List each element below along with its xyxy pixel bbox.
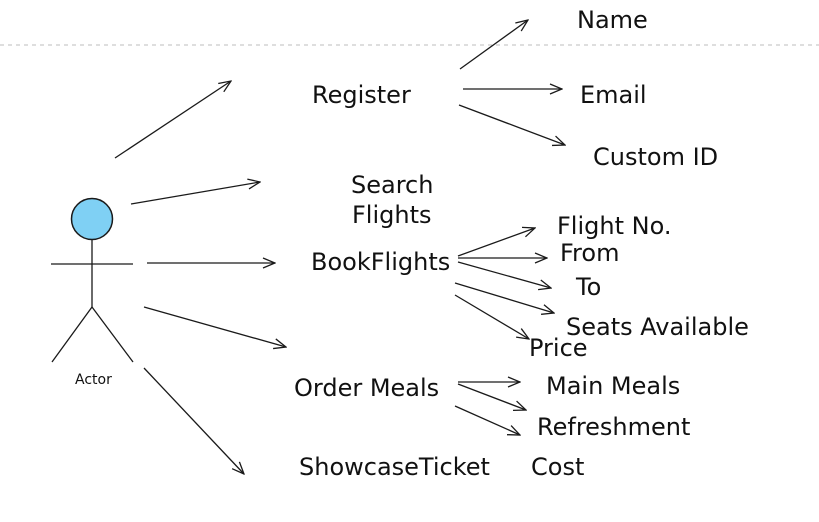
field-from: From: [560, 239, 620, 267]
field-refreshment: Refreshment: [537, 413, 691, 441]
arrow-book-price: [454, 294, 529, 339]
use-case-showcase-ticket: ShowcaseTicket: [299, 453, 490, 481]
use-case-order-meals: Order Meals: [294, 374, 440, 402]
field-price: Price: [529, 334, 588, 362]
actor-left-leg: [51, 306, 93, 363]
actor-figure: [51, 197, 134, 363]
arrow-meal-refresh-2: [454, 405, 520, 435]
use-case-search-line2: Flights: [352, 201, 432, 229]
use-case-search-line1: Search: [351, 171, 434, 199]
use-case-register: Register: [312, 81, 411, 109]
arrow-register-custom-id: [458, 104, 565, 145]
field-to: To: [576, 273, 602, 301]
actor-head: [70, 197, 114, 241]
field-name: Name: [577, 6, 648, 34]
arrow-actor-search: [130, 182, 260, 205]
arrow-book-seats: [454, 282, 554, 313]
actor-label: Actor: [75, 372, 112, 388]
field-cost: Cost: [531, 453, 585, 481]
field-main-meals: Main Meals: [546, 372, 681, 400]
field-flight-no: Flight No.: [557, 212, 672, 240]
arrow-actor-order: [143, 306, 286, 347]
field-custom-id: Custom ID: [593, 143, 719, 171]
actor-right-leg: [91, 306, 134, 363]
arrow-book-flight-no: [457, 228, 535, 257]
arrow-actor-register: [114, 81, 231, 159]
arrow-meal-refresh-1: [457, 383, 526, 410]
arrow-book-to: [457, 261, 551, 288]
field-email: Email: [580, 81, 647, 109]
use-case-book-flights: BookFlights: [311, 248, 451, 276]
arrow-actor-showcase: [143, 367, 244, 474]
arrow-register-name: [459, 20, 528, 70]
field-seats-available: Seats Available: [566, 313, 749, 341]
